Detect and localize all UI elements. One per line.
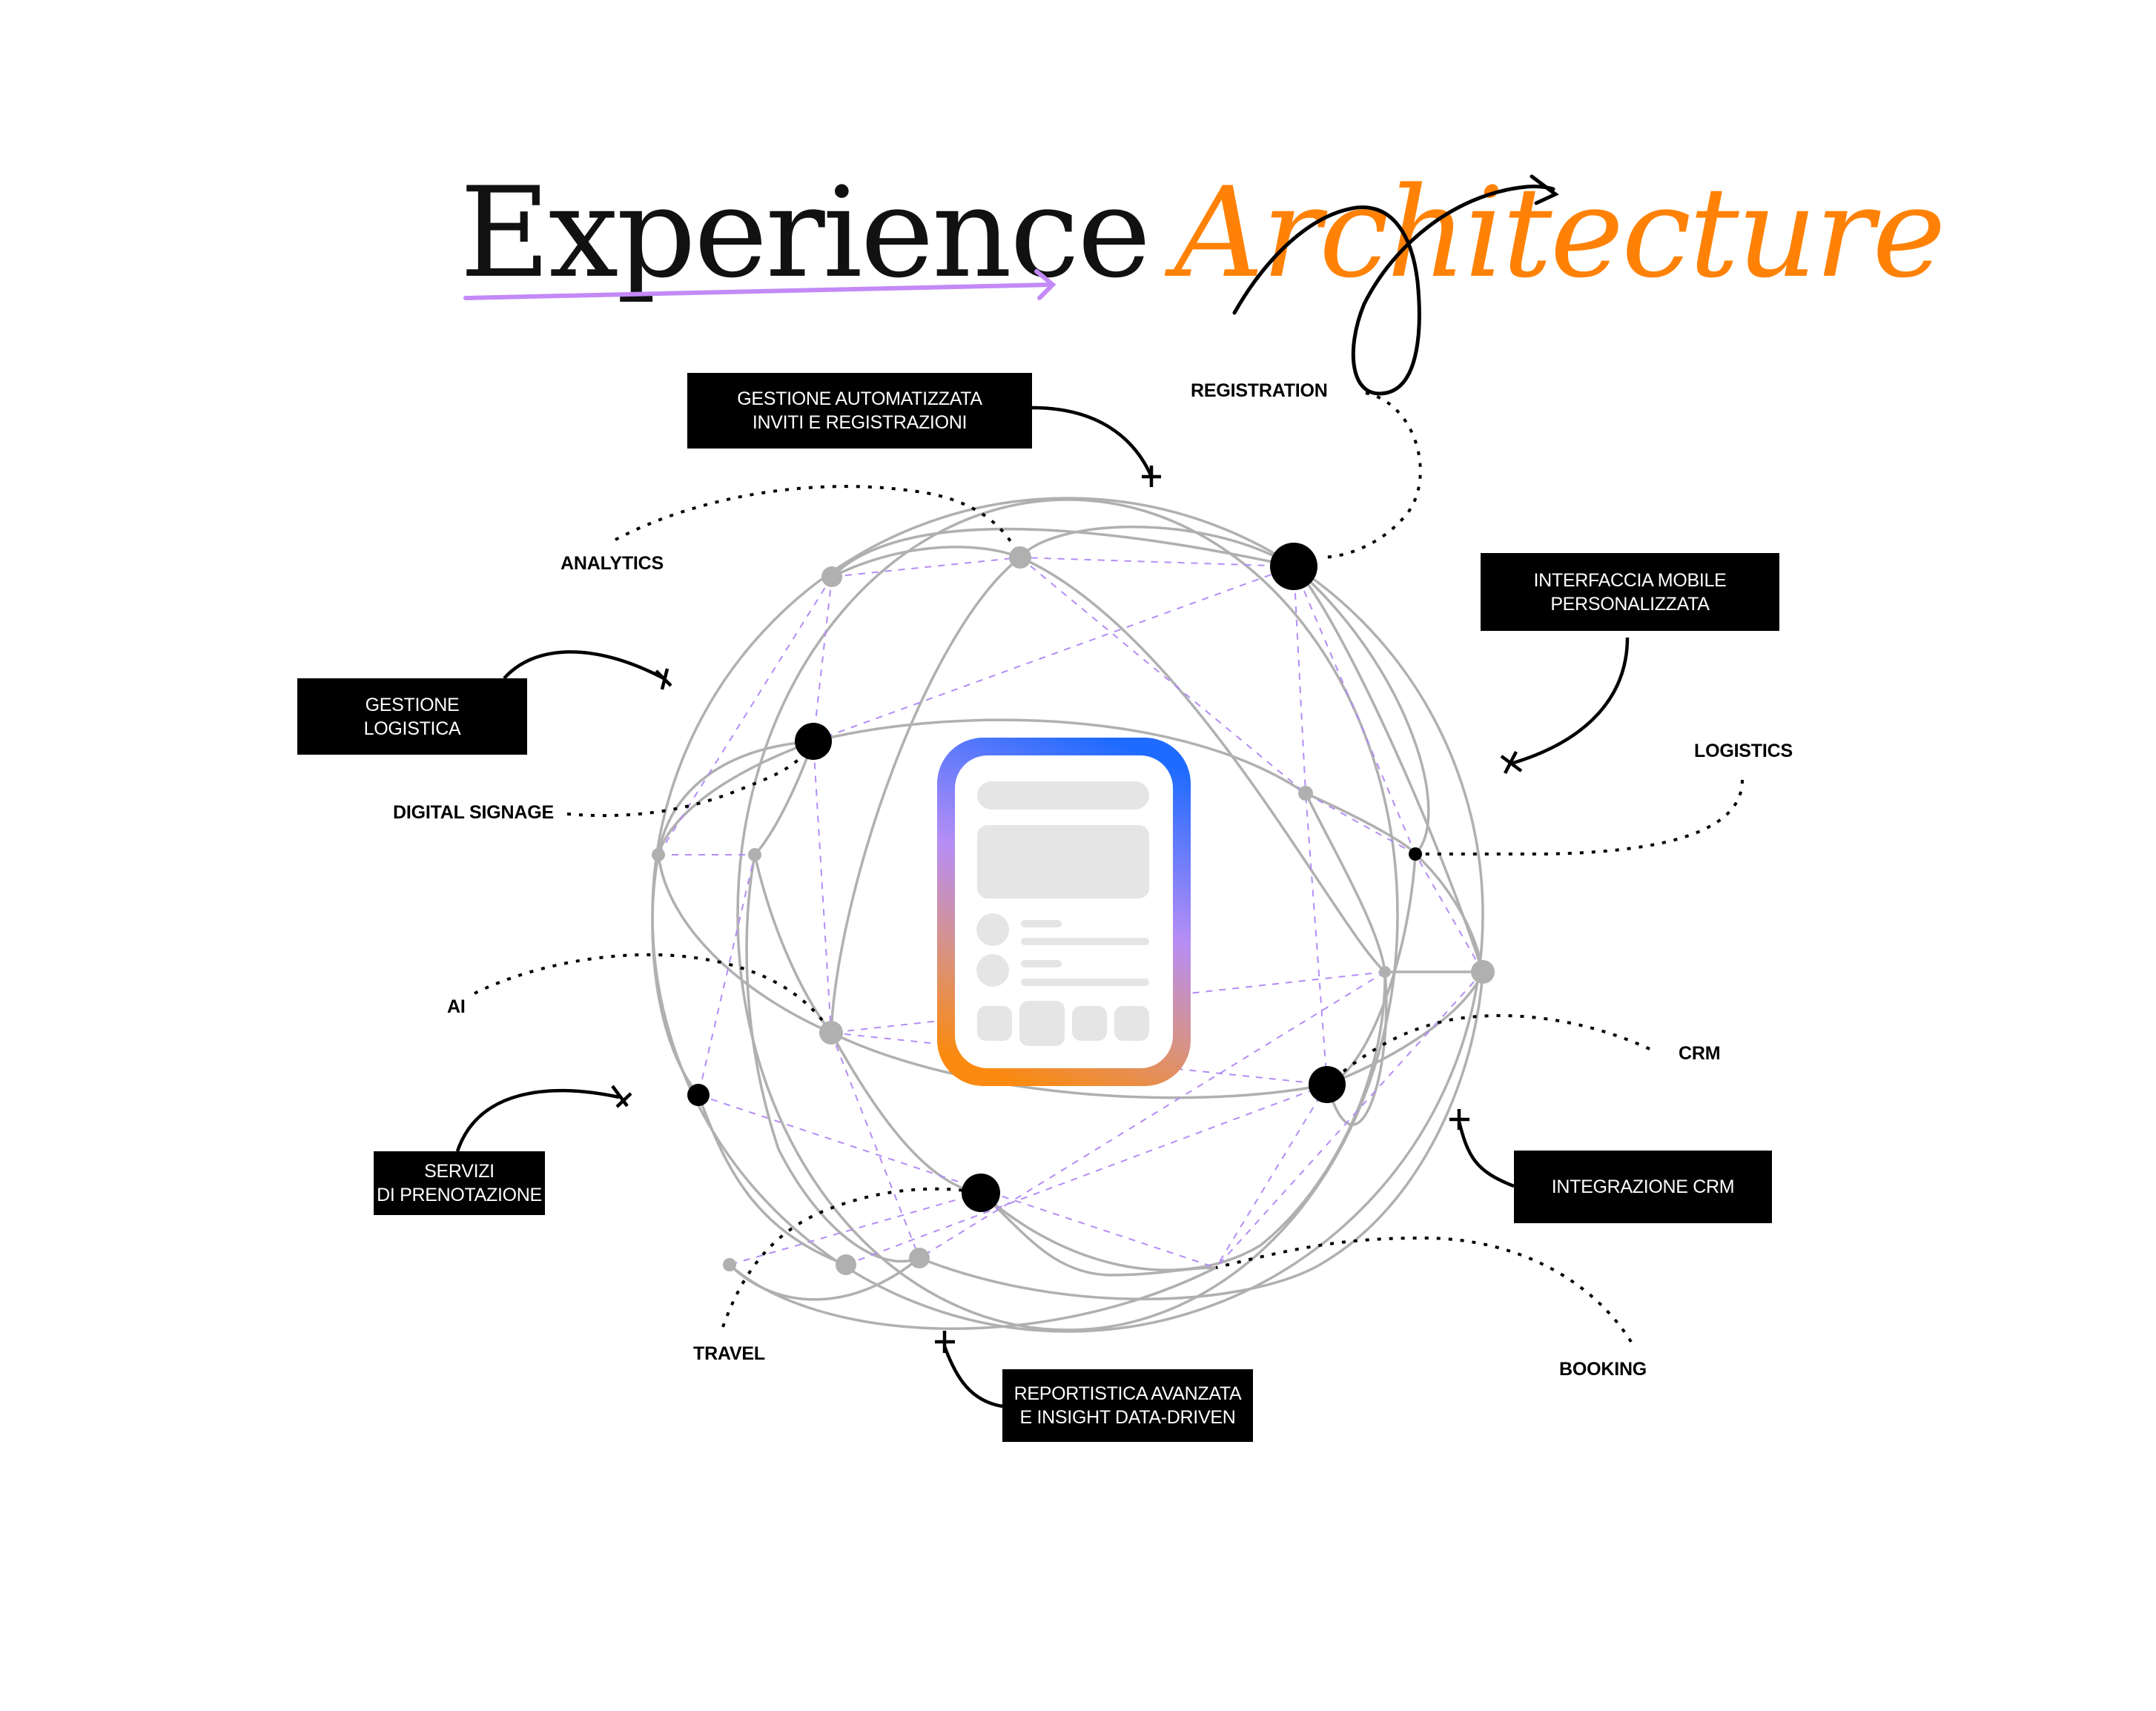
sphere-nodes [652, 543, 1495, 1275]
label-registration: REGISTRATION [1191, 380, 1328, 401]
node-gray-ai [819, 1021, 843, 1045]
label-crm: CRM [1679, 1043, 1721, 1064]
feature-box-automation: GESTIONE AUTOMATIZZATA INVITI E REGISTRA… [687, 373, 1032, 449]
label-booking: BOOKING [1559, 1359, 1647, 1380]
node-black-crm [1309, 1066, 1346, 1103]
label-travel: TRAVEL [693, 1343, 765, 1364]
node-gray [652, 848, 665, 861]
node-black-travel [962, 1174, 1000, 1212]
node-gray [748, 848, 761, 861]
feature-box-crm: INTEGRAZIONE CRM [1514, 1151, 1772, 1223]
title-underline-arrow-icon [463, 269, 1056, 300]
feature-box-booking-services: SERVIZI DI PRENOTAZIONE [374, 1151, 545, 1215]
node-gray [1009, 546, 1031, 569]
feature-box-reporting: REPORTISTICA AVANZATA E INSIGHT DATA-DRI… [1002, 1369, 1253, 1442]
label-logistics: LOGISTICS [1694, 741, 1793, 761]
feature-arrows [455, 406, 1630, 1409]
title-word-experience: Experience [460, 160, 1151, 305]
node-gray [1298, 786, 1313, 801]
node-gray [1379, 966, 1391, 978]
node-black [687, 1084, 710, 1106]
node-black-registration [1270, 543, 1317, 590]
leader-lines [474, 391, 1744, 1343]
node-gray [836, 1254, 856, 1275]
label-analytics: ANALYTICS [561, 553, 664, 574]
title-loop-arrow-icon [1232, 174, 1559, 396]
node-gray [723, 1258, 736, 1271]
mobile-app-wireframe-icon [937, 738, 1191, 1086]
feature-box-mobile-interface: INTERFACCIA MOBILE PERSONALIZZATA [1481, 553, 1779, 631]
label-digital-signage: DIGITAL SIGNAGE [393, 802, 554, 823]
feature-box-logistics: GESTIONE LOGISTICA [297, 678, 527, 755]
node-gray-booking [909, 1248, 930, 1268]
node-gray [1471, 960, 1495, 984]
node-black-digital-signage [795, 723, 832, 760]
node-gray [821, 566, 842, 587]
node-black-logistics [1409, 847, 1422, 861]
label-ai: AI [447, 996, 466, 1017]
